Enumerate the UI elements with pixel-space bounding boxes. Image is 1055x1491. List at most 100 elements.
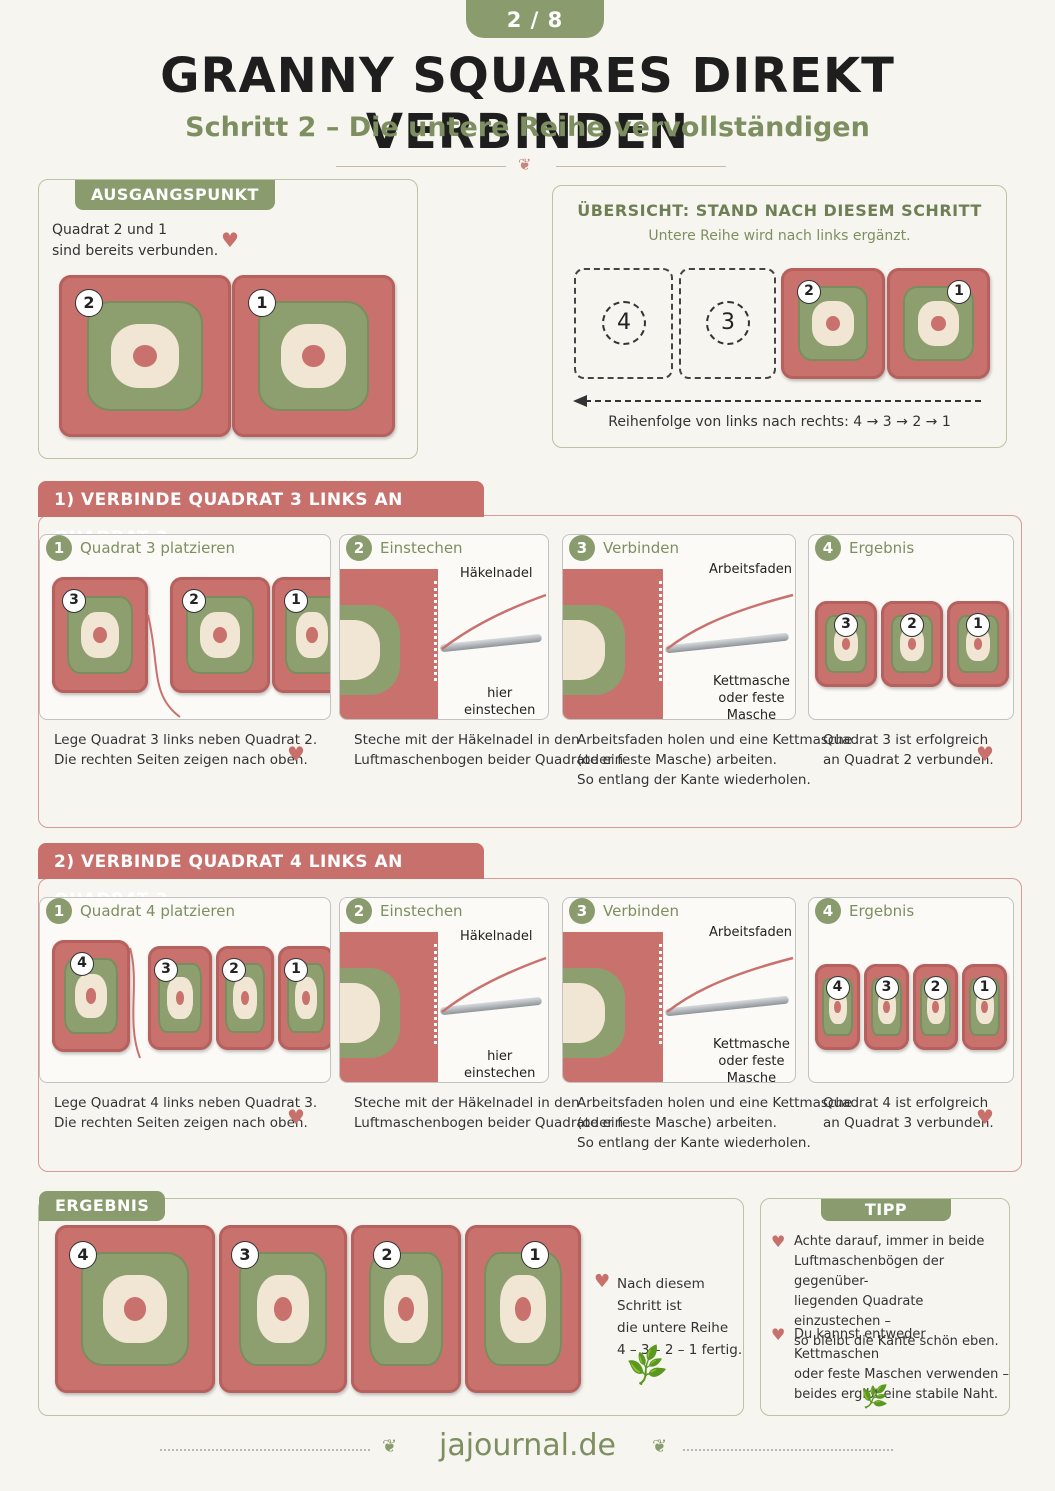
granny-square: 1	[465, 1225, 581, 1393]
page-indicator: 2 / 8	[466, 0, 604, 38]
granny-square: 4	[815, 964, 860, 1050]
divider-right	[556, 166, 726, 167]
result-text: Nach diesem Schritt ist die untere Reihe…	[617, 1276, 743, 1358]
step-label: Einstechen	[380, 539, 463, 557]
annotation-stitch: Kettmasche oder feste Masche	[713, 1037, 790, 1083]
start-tab: AUSGANGSPUNKT	[75, 180, 275, 210]
granny-square: 1	[962, 964, 1007, 1050]
start-text: Quadrat 2 und 1 sind bereits verbunden.	[52, 222, 219, 259]
order-text: Reihenfolge von links nach rechts: 4 → 3…	[608, 414, 951, 430]
step-number: 2	[346, 898, 372, 924]
tip-tab: TIPP	[821, 1199, 951, 1221]
leaf-icon: ❦	[518, 155, 532, 174]
yarn-thread	[666, 956, 794, 1013]
annotation-needle: Häkelnadel	[460, 929, 533, 944]
granny-square: 4	[55, 1225, 215, 1393]
granny-square: 2	[59, 275, 231, 437]
heart-icon: ♥	[976, 742, 994, 766]
page-subtitle: Schritt 2 – Die untere Reihe vervollstän…	[185, 112, 870, 143]
annotation-thread: Arbeitsfaden	[709, 562, 793, 577]
heart-icon: ♥	[594, 1271, 611, 1292]
granny-square: 1	[947, 601, 1009, 687]
granny-square: 4	[52, 940, 130, 1052]
granny-square: 2	[913, 964, 958, 1050]
step-number: 2	[346, 535, 372, 561]
section-2-tab: 2) VERBINDE QUADRAT 4 LINKS AN QUADRAT 3	[38, 843, 484, 910]
step-label: Ergebnis	[849, 539, 915, 557]
step-description: Arbeitsfaden holen und eine Kettmasche(o…	[577, 1095, 853, 1151]
granny-square: 3	[815, 601, 877, 687]
footer-divider-right	[683, 1449, 893, 1451]
step-label: Verbinden	[603, 902, 679, 920]
page-title: GRANNY SQUARES DIREKT VERBINDEN	[160, 48, 895, 160]
step-number: 1	[46, 535, 72, 561]
granny-square: 2	[216, 946, 274, 1050]
footer-divider-left	[160, 1449, 370, 1451]
yarn-thread	[441, 956, 547, 1013]
footer-site: jajournal.de	[439, 1428, 616, 1463]
overview-panel: ÜBERSICHT: STAND NACH DIESEM SCHRITT Unt…	[552, 185, 1007, 448]
step-number: 3	[569, 898, 595, 924]
annotation-needle: Häkelnadel	[460, 566, 533, 581]
placeholder-square: 4	[574, 268, 673, 379]
step-label: Einstechen	[380, 902, 463, 920]
granny-square: 1	[232, 275, 395, 437]
heart-icon: ♥	[287, 1105, 305, 1129]
step-number: 1	[46, 898, 72, 924]
granny-square: 1	[278, 946, 330, 1050]
leaf-icon: ❦	[382, 1436, 398, 1457]
heart-icon: ♥	[221, 228, 239, 252]
arrow-left-icon	[573, 395, 985, 407]
granny-square: 2	[170, 577, 270, 693]
annotation-stitch: Kettmasche oder feste Masche	[713, 674, 790, 720]
step-number: 4	[815, 898, 841, 924]
stitch-row	[434, 581, 440, 681]
step-label: Verbinden	[603, 539, 679, 557]
step-description: Arbeitsfaden holen und eine Kettmasche(o…	[577, 732, 853, 788]
result-tab: ERGEBNIS	[39, 1191, 166, 1221]
start-panel: AUSGANGSPUNKT Quadrat 2 und 1 sind berei…	[38, 179, 418, 459]
granny-square: 3	[52, 577, 148, 693]
granny-square: 2	[351, 1225, 461, 1393]
granny-square: 2	[781, 268, 885, 379]
granny-square: 2	[881, 601, 943, 687]
stitch-row	[659, 944, 665, 1044]
heart-icon: ♥	[287, 742, 305, 766]
annotation-insert: hier einstechen	[464, 1049, 536, 1081]
divider-left	[336, 166, 506, 167]
overview-title: ÜBERSICHT: STAND NACH DIESEM SCHRITT	[577, 201, 982, 220]
tip-panel: TIPP ♥ Achte darauf, immer in beide Luft…	[760, 1198, 1010, 1416]
overview-subtitle: Untere Reihe wird nach links ergänzt.	[648, 228, 911, 244]
result-panel: ERGEBNIS 4 3 2 1 ♥ Nach diesem Schritt i…	[38, 1191, 744, 1416]
granny-square: 3	[219, 1225, 347, 1393]
yarn-thread	[147, 614, 181, 718]
stitch-row	[434, 944, 440, 1044]
section-1-tab: 1) VERBINDE QUADRAT 3 LINKS AN QUADRAT 2	[38, 481, 484, 548]
step-label: Quadrat 3 platzieren	[80, 539, 235, 557]
step-label: Ergebnis	[849, 902, 915, 920]
yarn-thread	[129, 947, 141, 1059]
granny-square: 1	[272, 577, 330, 693]
tip-1: Achte darauf, immer in beide Luftmaschen…	[794, 1234, 999, 1349]
granny-square: 3	[148, 946, 212, 1050]
yarn-thread	[441, 593, 547, 650]
step-number: 3	[569, 535, 595, 561]
step-label: Quadrat 4 platzieren	[80, 902, 235, 920]
annotation-thread: Arbeitsfaden	[709, 925, 793, 940]
step-number: 4	[815, 535, 841, 561]
heart-icon: ♥	[771, 1232, 786, 1251]
yarn-thread	[666, 593, 794, 650]
annotation-insert: hier einstechen	[464, 686, 536, 718]
step-description: Lege Quadrat 3 links neben Quadrat 2.Die…	[54, 732, 318, 768]
leaf-icon: ❦	[652, 1436, 668, 1457]
